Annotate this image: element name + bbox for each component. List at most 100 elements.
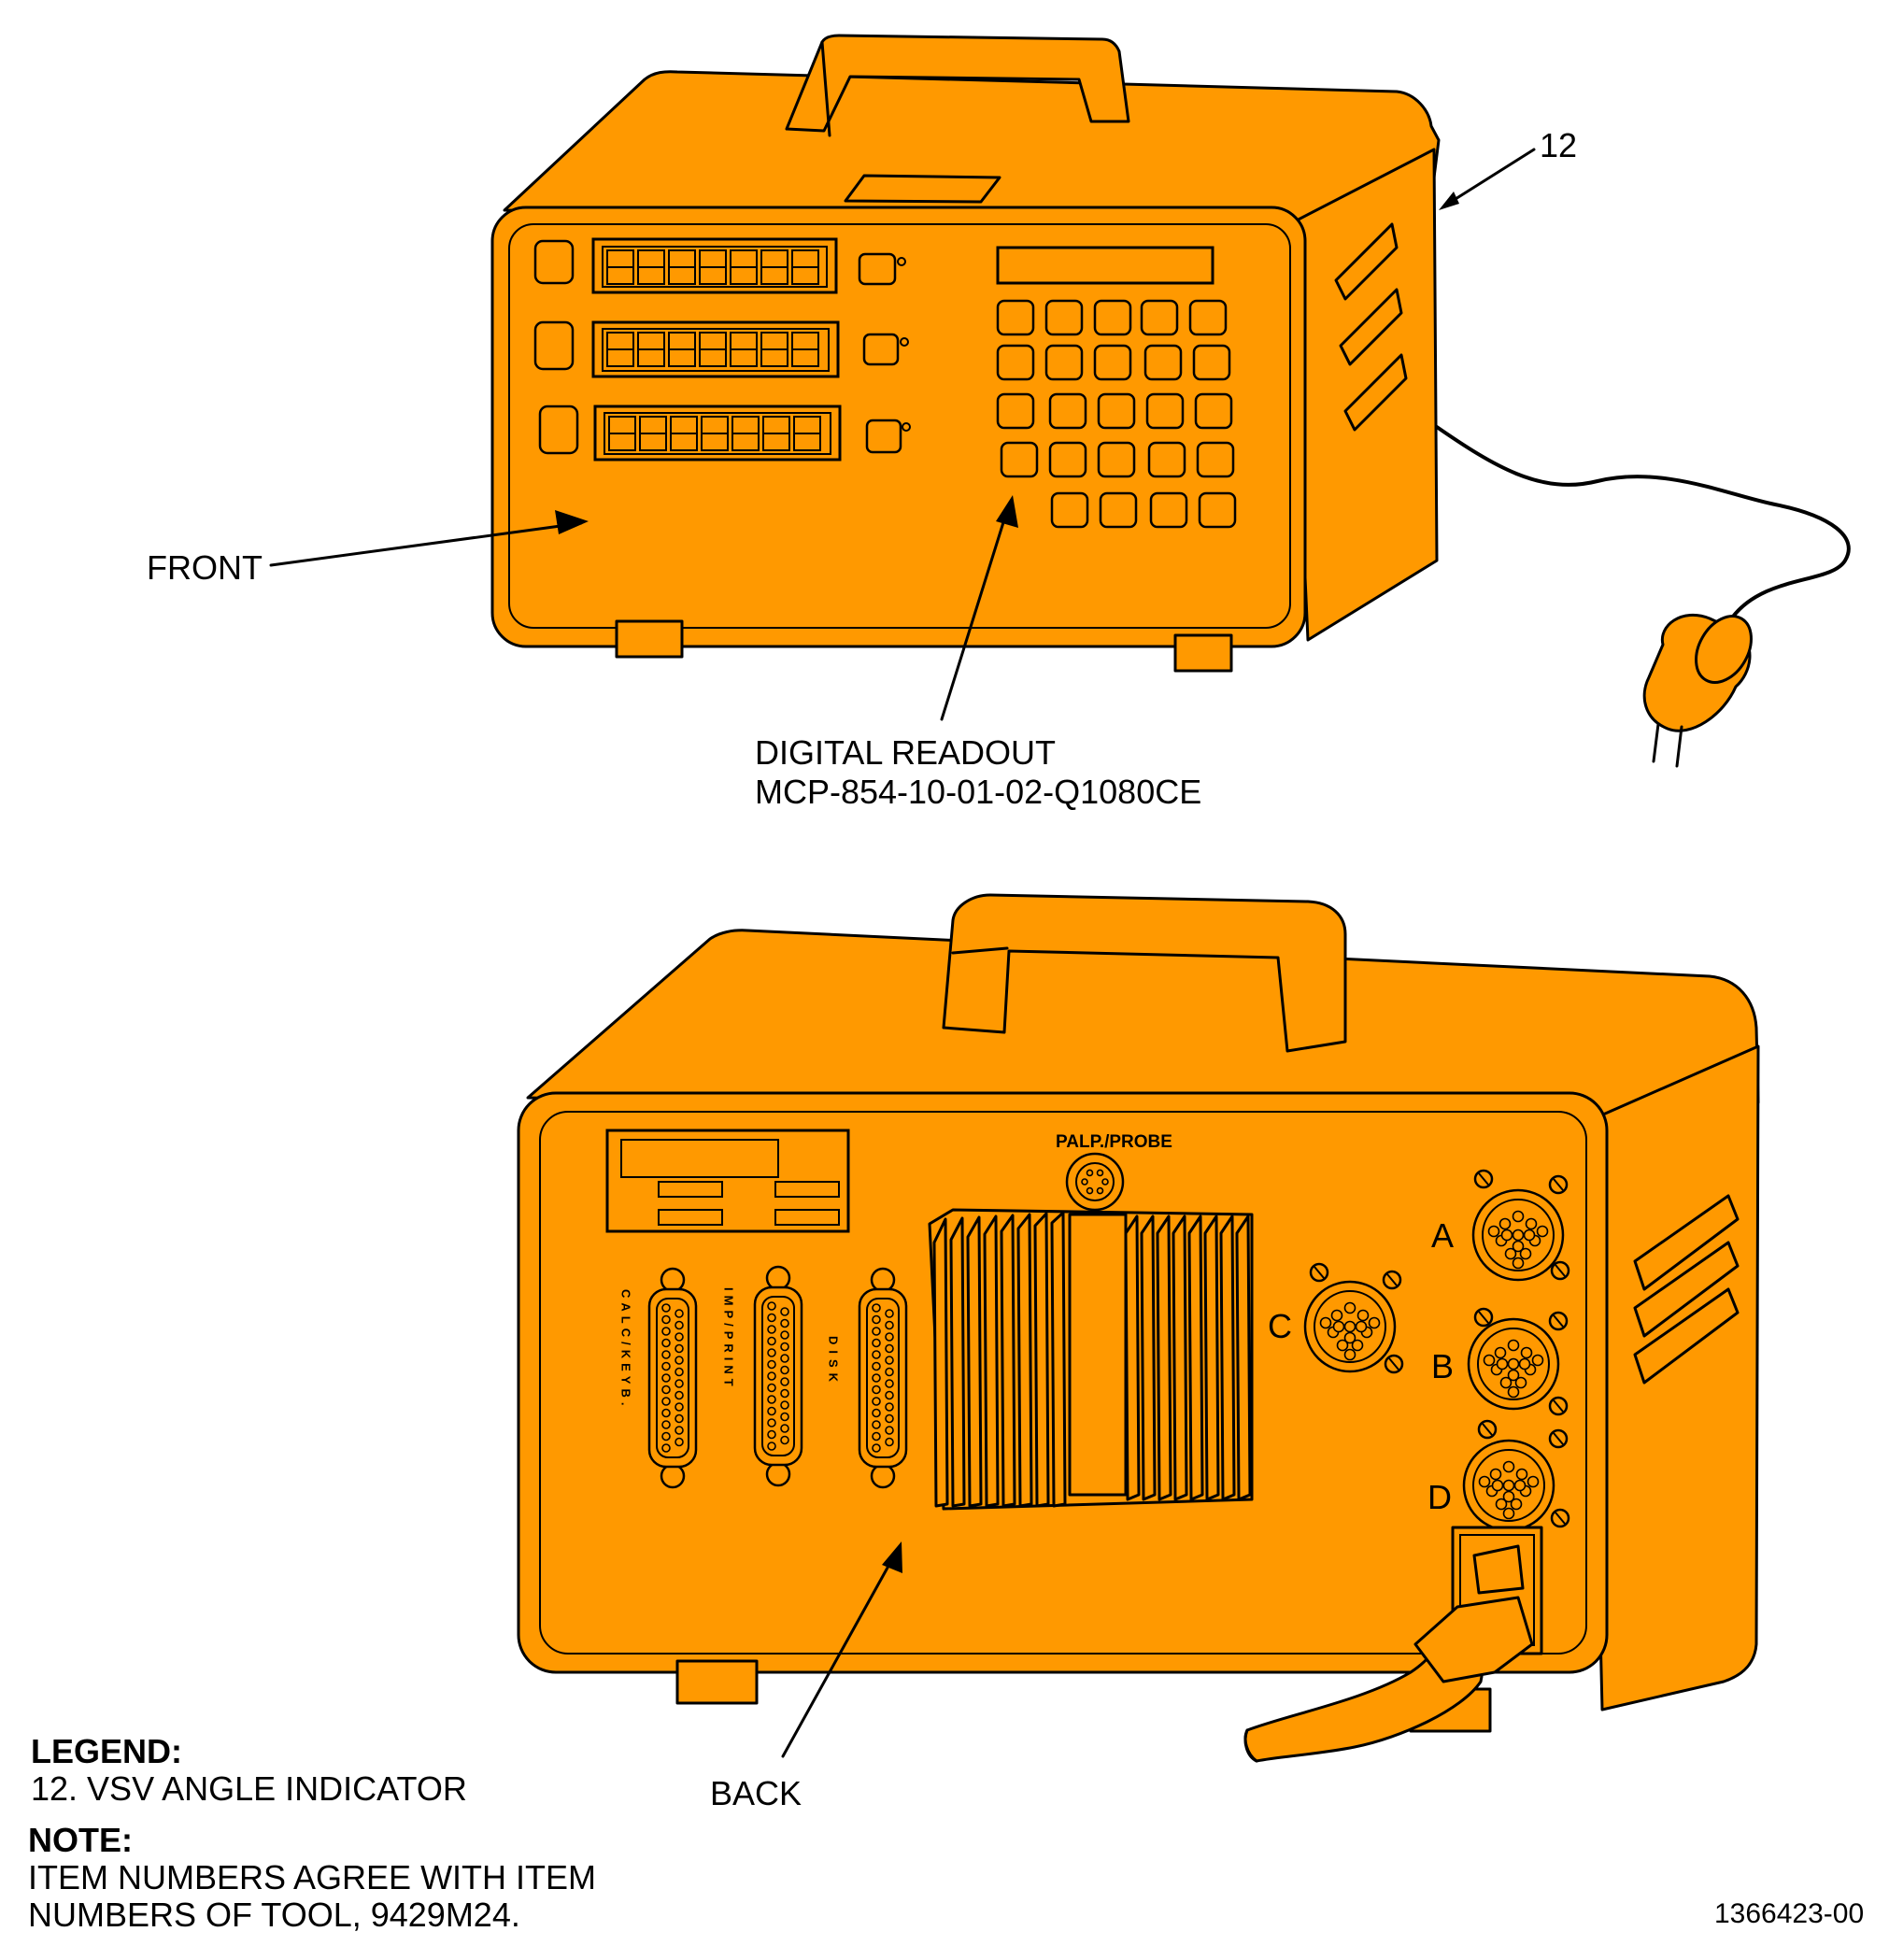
circular-connector-pin: [1515, 1468, 1528, 1481]
heat-sink-fin: [966, 1215, 983, 1508]
dsub-pin: [675, 1379, 684, 1388]
circular-connector-pin: [1343, 1348, 1356, 1361]
circular-connector-pin: [1319, 1316, 1332, 1329]
connector-screw-slot: [1386, 1273, 1398, 1286]
circular-connector-pin: [1368, 1316, 1381, 1329]
part-number-callout: MCP-854-10-01-02-Q1080CE: [755, 773, 1201, 811]
keypad-key: [1145, 392, 1185, 430]
back-unit-right-side: [1586, 1044, 1760, 1711]
connector-screw-slot: [1314, 1266, 1325, 1279]
keypad-key: [996, 392, 1035, 430]
heat-sink-fin: [1050, 1211, 1067, 1508]
keypad-key: [996, 299, 1035, 336]
port-calc-label: CALC/KEYB.: [619, 1289, 633, 1410]
port-imp-label: IMP/PRINT: [722, 1287, 736, 1391]
dsub-screw: [870, 1463, 896, 1489]
dsub-pin: [767, 1429, 776, 1440]
circular-connector-insert: [1472, 1449, 1545, 1522]
connector-screw-slot: [1553, 1399, 1564, 1413]
dsub-pin: [675, 1367, 684, 1377]
keypad-key: [1147, 441, 1186, 478]
dsub-pin: [780, 1342, 789, 1352]
circular-connector-pin: [1513, 1479, 1527, 1492]
circular-connector-pin: [1531, 1354, 1544, 1367]
dsub-pin: [661, 1385, 671, 1395]
heat-sink-fin: [1000, 1214, 1016, 1508]
dsub-shell: [753, 1285, 803, 1467]
dsub-pin: [767, 1336, 776, 1346]
dsub-pin: [780, 1365, 789, 1375]
probe-pin: [1086, 1169, 1094, 1177]
connector-b-label: B: [1431, 1347, 1454, 1385]
connector-screw-slot: [1553, 1178, 1564, 1191]
dsub-pin: [675, 1332, 684, 1342]
back-side-vents: [1633, 1194, 1740, 1385]
circular-connector-pin: [1500, 1229, 1513, 1242]
connector-screw-slot: [1478, 1172, 1489, 1186]
circular-connector-insert: [1314, 1290, 1386, 1363]
power-cord: [1432, 423, 1851, 618]
dsub-pin: [872, 1385, 881, 1395]
dsub-pin: [780, 1388, 789, 1399]
front-foot-left: [615, 619, 684, 659]
connector-screw-slot: [1478, 1311, 1489, 1324]
digital-readout-callout: DIGITAL READOUT: [755, 733, 1056, 772]
dsub-pin: [767, 1395, 776, 1404]
keypad-key: [1188, 299, 1228, 336]
circular-connector-pin: [1483, 1354, 1496, 1367]
keypad-key: [1196, 441, 1235, 478]
dsub-screw: [765, 1461, 791, 1487]
dsub-pin: [767, 1301, 776, 1311]
dsub-pin: [661, 1303, 671, 1313]
dsub-pin: [872, 1397, 881, 1406]
heat-sink-fin: [1140, 1214, 1157, 1501]
dsub-pin: [885, 1426, 894, 1435]
note-line-2: NUMBERS OF TOOL, 9429M24.: [28, 1896, 520, 1934]
back-view-unit: [517, 893, 1760, 1763]
connector-screw-slot: [1553, 1432, 1564, 1445]
circular-connector-pin: [1343, 1301, 1356, 1314]
dsub-pin: [675, 1437, 684, 1447]
port-disk-label: DISK: [827, 1336, 841, 1387]
back-unit-top: [526, 929, 1760, 1123]
dsub-pin: [661, 1408, 671, 1418]
dsub-pin: [661, 1431, 671, 1442]
dsub-pin: [675, 1343, 684, 1354]
circular-connector-pin: [1343, 1331, 1356, 1344]
dsub-pin: [767, 1359, 776, 1370]
keypad-key: [1000, 441, 1039, 478]
back-label-plate: [605, 1129, 850, 1233]
keypad-key: [1093, 299, 1132, 336]
readout-rows: [533, 237, 911, 462]
probe-label: PALP./PROBE: [1056, 1132, 1172, 1152]
circular-connector-insert: [1477, 1328, 1550, 1400]
heat-sink-fin: [1033, 1212, 1050, 1508]
circular-connector-pin: [1502, 1490, 1515, 1503]
dsub-pin: [885, 1343, 894, 1354]
circular-connector-pin: [1496, 1357, 1509, 1371]
dsub-pin: [780, 1330, 789, 1340]
circular-connector-pin: [1502, 1507, 1515, 1520]
dsub-screw: [660, 1267, 686, 1293]
heat-sink-fin: [1235, 1214, 1252, 1501]
side-vents: [1334, 222, 1408, 432]
keypad-key: [1097, 392, 1136, 430]
dsub-pin: [661, 1420, 671, 1429]
dsub-pin: [780, 1318, 789, 1328]
circular-connector-pin: [1507, 1357, 1520, 1371]
connector-a-label: A: [1431, 1216, 1454, 1255]
keypad-key: [1099, 491, 1138, 529]
keypad-key: [1048, 441, 1087, 478]
dsub-screw: [765, 1265, 791, 1291]
dsub-pin: [661, 1338, 671, 1348]
circular-connector-pin: [1487, 1225, 1500, 1238]
circular-connector-pin: [1343, 1320, 1356, 1333]
dsub-pin: [767, 1371, 776, 1381]
circular-connector-pin: [1520, 1346, 1533, 1359]
circular-connector-pin: [1494, 1346, 1507, 1359]
heat-sink-fin: [1219, 1214, 1236, 1501]
probe-connector: [1065, 1152, 1125, 1212]
circular-connector-pin: [1499, 1376, 1513, 1389]
front-unit-top: [503, 70, 1441, 226]
